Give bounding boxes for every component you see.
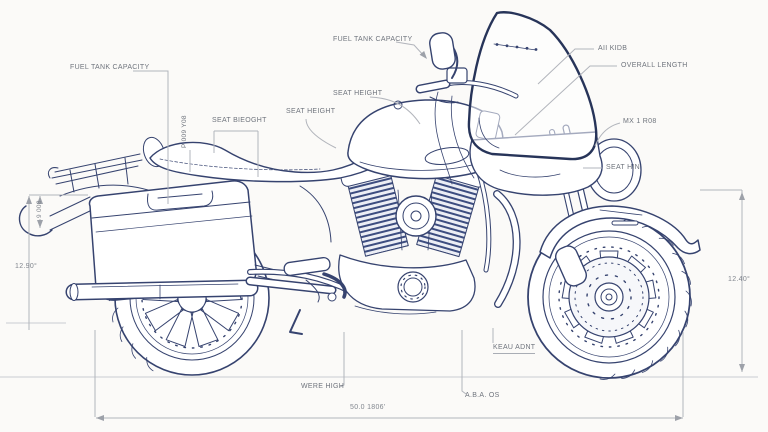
label-bottom-left: WERE HIGH [301,383,345,390]
label-seat-height-upper: SEAT HEIGHT [333,90,383,97]
label-ground-clearance: KEAU ADNT [493,344,536,354]
handlebar [415,67,519,104]
front-wheel [527,215,692,380]
label-seat-height-rear: SEAT BIEOGHT [212,117,267,124]
label-front-angle: 12.40° [728,276,751,283]
label-tank-vertical: P 009 Y08 [181,115,188,148]
label-wheelbase: 50.0 1806' [345,404,391,412]
label-fairing-right: MX 1 R08 [623,118,657,125]
label-seat-height-mid: SEAT HEIGHT [286,108,336,115]
luggage-rack [47,153,143,193]
front-fender [539,205,701,259]
engine-guard [493,190,521,308]
engine [289,159,487,335]
label-fuel-tank-capacity-top: FUEL TANK CAPACITY [333,36,413,43]
brake-caliper [554,245,588,287]
windshield [467,11,598,161]
label-bottom-right: A.B.A. OS [465,392,500,399]
label-axle-right: AII KIDB [598,45,628,52]
label-rear-small-dim: 9 008 [36,200,43,218]
label-fuel-tank-capacity-left: FUEL TANK CAPACITY [70,64,150,71]
floorboard [283,256,347,303]
windshield-rivets [495,43,538,51]
label-overall-length: OVERALL LENGTH [621,62,688,69]
rear-bumper [18,184,149,237]
label-rear-angle: 12.90° [15,263,38,270]
dimension-lines [26,41,745,421]
tank-emblem [424,147,470,165]
label-seat-front: SEAT HIN [606,164,641,171]
mirror [429,32,459,79]
ground-line [0,322,758,378]
